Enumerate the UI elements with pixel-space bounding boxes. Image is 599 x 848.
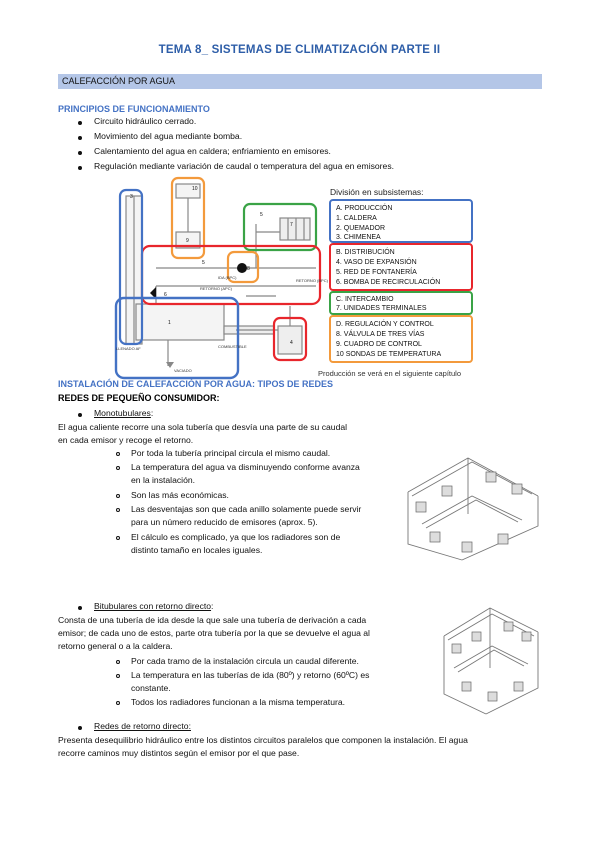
list-item-cont: distinto tamaño en locales iguales. xyxy=(131,545,263,555)
bullet-icon xyxy=(78,121,82,125)
list-item: Todos los radiadores funcionan a la mism… xyxy=(131,697,345,707)
label-llenado: LLENADO AF xyxy=(116,346,141,351)
direct-title: Redes de retorno directo: xyxy=(94,721,191,731)
label-combustible: COMBUSTIBLE xyxy=(218,344,247,349)
list-item: Calentamiento del agua en caldera; enfri… xyxy=(94,146,331,156)
sub-bullet-icon xyxy=(116,660,120,664)
legend-item: 10 SONDAS DE TEMPERATURA xyxy=(336,351,441,358)
list-item: Movimiento del agua mediante bomba. xyxy=(94,131,243,141)
drain-valve-icon xyxy=(166,362,174,368)
mono-intro-line: El agua caliente recorre una sola tuberí… xyxy=(58,422,348,432)
legend-item: 3. CHIMENEA xyxy=(336,234,381,241)
list-item: La temperatura del agua va disminuyendo … xyxy=(131,462,360,472)
bullet-icon xyxy=(78,166,82,170)
label-n5b: 5 xyxy=(202,260,205,266)
sub-bullet-icon xyxy=(116,536,120,540)
legend-item: 2. QUEMADOR xyxy=(336,225,385,232)
pump-icon xyxy=(150,287,156,299)
bitub-intro-line: emisor; de cada uno de estos, parte otra… xyxy=(58,628,370,638)
legend-item: C. INTERCAMBIO xyxy=(336,296,394,303)
list-item-cont: para un número reducido de emisores (apr… xyxy=(131,517,318,527)
list-item: La temperatura en las tuberías de ida (8… xyxy=(131,670,370,680)
sub-bullet-icon xyxy=(116,674,120,678)
legend-item: 7. UNIDADES TERMINALES xyxy=(336,305,427,312)
mono-intro-line: en cada emisor y recoge el retorno. xyxy=(58,435,194,445)
sub-bullet-icon xyxy=(116,494,120,498)
legend-item: D. REGULACIÓN Y CONTROL xyxy=(336,319,434,328)
label-n1: 1 xyxy=(168,320,171,326)
direct-text-line: Presenta desequilibrio hidráulico entre … xyxy=(58,735,468,745)
principles-heading: PRINCIPIOS DE FUNCIONAMIENTO xyxy=(58,104,210,114)
label-vaciado: VACIADO xyxy=(174,368,192,373)
bitub-title: Bitubulares con retorno directo xyxy=(94,601,212,611)
sub-bullet-icon xyxy=(116,701,120,705)
label-n6: 6 xyxy=(164,292,167,298)
label-n10: 10 xyxy=(192,186,198,192)
installation-subheading: REDES DE PEQUEÑO CONSUMIDOR: xyxy=(58,393,220,403)
legend-item: 6. BOMBA DE RECIRCULACIÓN xyxy=(336,277,440,286)
list-item-cont: constante. xyxy=(131,683,171,693)
bitub-intro-line: retorno general o a la caldera. xyxy=(58,641,173,651)
list-item: El cálculo es complicado, ya que los rad… xyxy=(131,532,341,542)
legend-item: 8. VÁLVULA DE TRES VÍAS xyxy=(336,329,425,338)
legend-item: 4. VASO DE EXPANSIÓN xyxy=(336,257,417,266)
label-n7: 7 xyxy=(290,222,293,228)
bullet-icon xyxy=(78,136,82,140)
legend-title: División en subsistemas: xyxy=(330,187,424,197)
label-retorno-apc: RETORNO (APC) xyxy=(200,286,233,291)
legend-item: B. DISTRIBUCIÓN xyxy=(336,247,395,256)
legend-item: A. PRODUCCIÓN xyxy=(336,203,392,212)
bullet-icon xyxy=(78,606,82,610)
legend-item: 5. RED DE FONTANERÍA xyxy=(336,267,417,276)
heating-system-diagram: RETORNO (BPC) IDA (BPC) RETORNO (APC) LL… xyxy=(114,176,473,380)
bitube-network-illustration xyxy=(443,607,539,715)
bullet-icon xyxy=(78,726,82,730)
monotube-network-illustration xyxy=(407,457,539,561)
sub-bullet-icon xyxy=(116,466,120,470)
list-item: Las desventajas son que cada anillo sola… xyxy=(131,504,362,514)
page-title: TEMA 8_ SISTEMAS DE CLIMATIZACIÓN PARTE … xyxy=(158,44,441,56)
legend-item: 1. CALDERA xyxy=(336,215,377,222)
three-way-valve-icon xyxy=(237,263,247,273)
list-item: Regulación mediante variación de caudal … xyxy=(94,161,395,171)
list-item: Por cada tramo de la instalación circula… xyxy=(131,656,359,666)
label-ida-bpc: IDA (BPC) xyxy=(218,275,237,280)
label-n5: 5 xyxy=(260,212,263,218)
label-n8: 8 xyxy=(247,266,250,272)
label-retorno-bpc: RETORNO (BPC) xyxy=(296,278,329,283)
bullet-icon xyxy=(78,151,82,155)
legend-item: 9. CUADRO DE CONTROL xyxy=(336,341,422,348)
sub-bullet-icon xyxy=(116,508,120,512)
bitub-intro-line: Consta de una tubería de ida desde la qu… xyxy=(58,615,367,625)
bullet-icon xyxy=(78,413,82,417)
section-header: CALEFACCIÓN POR AGUA xyxy=(58,74,542,89)
mono-title: Monotubulares xyxy=(94,408,151,418)
list-item: Circuito hidráulico cerrado. xyxy=(94,116,197,126)
list-item-cont: en la instalación. xyxy=(131,475,196,485)
diagram-caption: Producción se verá en el siguiente capít… xyxy=(318,369,461,378)
label-n4: 4 xyxy=(290,340,293,346)
list-item: Son las más económicas. xyxy=(131,490,229,500)
list-item: Por toda la tubería principal circula el… xyxy=(131,448,331,458)
label-n3: 3 xyxy=(130,194,133,200)
sub-bullet-icon xyxy=(116,452,120,456)
direct-text-line: recorre caminos muy distintos según el e… xyxy=(58,748,300,758)
installation-heading: INSTALACIÓN DE CALEFACCIÓN POR AGUA: TIP… xyxy=(58,379,334,389)
label-n9: 9 xyxy=(186,238,189,244)
